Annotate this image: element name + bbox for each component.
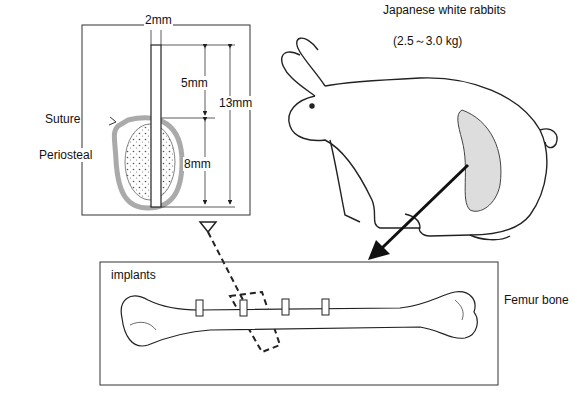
implants-on-femur — [196, 299, 329, 316]
weight-label: (2.5～3.0 kg) — [392, 34, 463, 48]
part-label: Suture — [44, 112, 81, 126]
femur-frame — [100, 262, 498, 385]
part-label: Periosteal — [38, 148, 93, 162]
dimension-label: 2mm — [144, 13, 173, 27]
bone-section — [125, 124, 175, 200]
dimension-label: 5mm — [180, 76, 209, 90]
suture-knot — [109, 117, 116, 125]
dimension-label: 8mm — [183, 157, 212, 171]
inset-frame — [82, 25, 250, 215]
dimension-label: 13mm — [218, 96, 253, 110]
periosteum — [114, 118, 182, 208]
title-label: Japanese white rabbits — [382, 3, 507, 17]
part-label: implants — [110, 268, 157, 282]
implant-rod — [151, 45, 161, 207]
part-label: Femur bone — [503, 293, 570, 307]
femur — [121, 292, 477, 346]
rabbit — [282, 38, 557, 240]
